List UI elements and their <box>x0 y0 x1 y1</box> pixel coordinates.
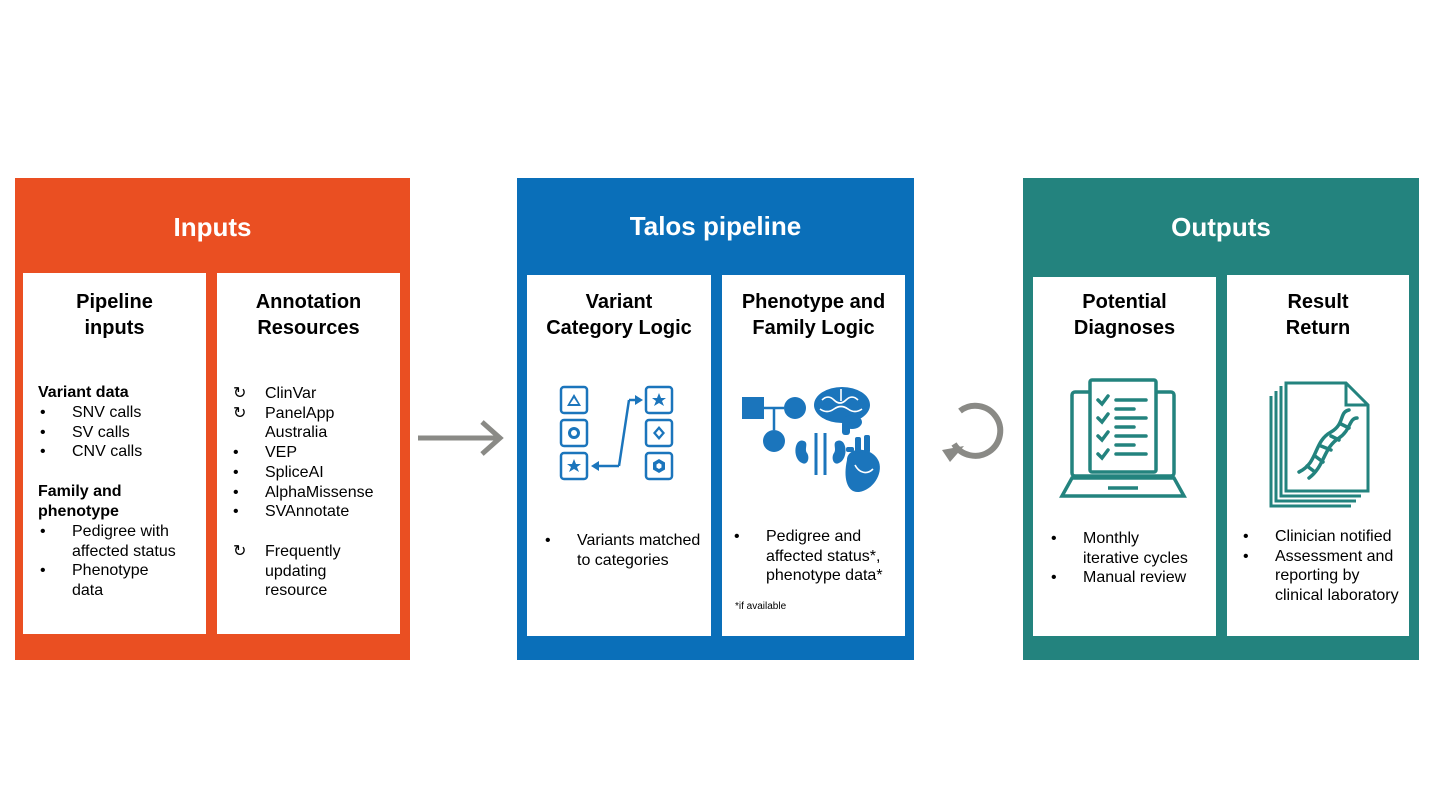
pedigree-organs-icon <box>742 387 880 493</box>
phenotype-family-card: Phenotype and Family Logic <box>722 275 905 636</box>
list-item: •SNV calls <box>40 404 142 421</box>
iterative-cycle-icon <box>942 402 1004 462</box>
category-matching-icon <box>559 385 674 481</box>
variant-data-list: •SNV calls •SV calls •CNV calls <box>38 403 203 462</box>
list-item: •VEP <box>233 444 298 462</box>
laptop-checklist-icon <box>1059 378 1187 498</box>
variant-data-heading: Variant data <box>38 384 129 401</box>
list-item: •SVAnnotate <box>233 503 350 521</box>
talos-title: Talos pipeline <box>629 211 802 241</box>
pipeline-inputs-card: Pipeline inputs Variant data •SNV calls … <box>23 273 206 634</box>
flow-arrow-icon <box>418 420 504 456</box>
dna-icon <box>1297 408 1359 480</box>
result-return-card: Result Return •Clinician notified <box>1227 275 1409 636</box>
inputs-title: Inputs <box>173 212 252 242</box>
pipeline-inputs-title: Pipeline inputs <box>76 291 153 339</box>
list-item: •Clinician notified <box>1243 528 1392 545</box>
variant-category-title: Variant Category Logic <box>546 291 692 339</box>
list-item: •Manual review <box>1051 569 1187 587</box>
list-item: •SV calls <box>40 423 130 441</box>
outputs-panel: Outputs Potential Diagnoses <box>1023 178 1419 660</box>
kidneys-icon <box>795 433 846 475</box>
family-phenotype-heading: Family and phenotype <box>38 483 122 520</box>
list-item: •CNV calls <box>40 443 143 461</box>
inputs-panel: Inputs Pipeline inputs Variant data •SNV… <box>15 178 410 660</box>
list-item: ↻ClinVar <box>233 385 317 402</box>
availability-footnote: *if available <box>735 601 787 612</box>
list-item: •AlphaMissense <box>233 483 374 501</box>
variant-category-card: Variant Category Logic <box>527 275 711 636</box>
genetic-report-icon <box>1269 381 1370 508</box>
potential-diagnoses-title: Potential Diagnoses <box>1073 291 1176 339</box>
phenotype-family-title: Phenotype and Family Logic <box>741 291 886 339</box>
outputs-title: Outputs <box>1171 212 1271 242</box>
result-return-title: Result Return <box>1285 291 1351 339</box>
talos-panel: Talos pipeline Variant Category Logic <box>517 178 914 660</box>
brain-icon <box>814 387 870 435</box>
potential-diagnoses-card: Potential Diagnoses <box>1033 277 1216 636</box>
heart-icon <box>845 435 880 493</box>
annotation-resources-title: Annotation Resources <box>255 291 362 339</box>
list-item: •SpliceAI <box>233 463 324 481</box>
